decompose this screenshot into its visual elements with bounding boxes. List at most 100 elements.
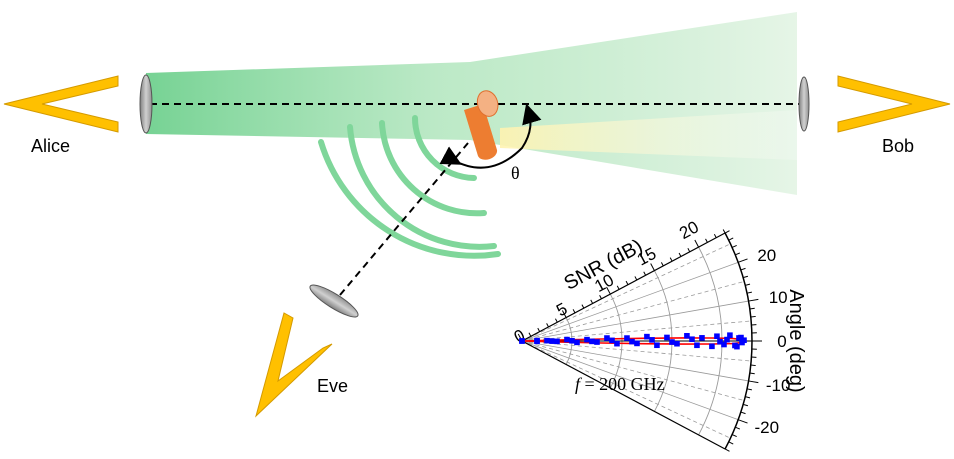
angle-tick-label: 10 (769, 288, 788, 307)
snr-tick-mark (660, 262, 664, 267)
radial-grid-line (521, 340, 745, 401)
angle-tick-label: 0 (777, 332, 786, 351)
measured-point (738, 334, 744, 341)
measured-point (664, 334, 670, 341)
angle-tick-mark (746, 388, 752, 391)
upper-axis-line (521, 232, 726, 342)
snr-tick-mark (625, 280, 629, 285)
snr-tick-mark (599, 294, 602, 299)
measured-point (554, 338, 560, 345)
radial-grid-line (521, 300, 749, 342)
measured-point (574, 339, 580, 346)
frequency-value: = 200 GHz (580, 374, 665, 394)
measured-point (669, 339, 675, 345)
measured-point (734, 343, 740, 350)
angle-tick-label: -20 (755, 418, 780, 437)
snr-tick-mark (590, 299, 594, 304)
measured-point (634, 340, 640, 347)
angle-tick-mark (749, 372, 755, 375)
measured-point (544, 337, 550, 344)
angle-tick-mark (731, 434, 737, 438)
angle-tick-mark (735, 426, 741, 430)
snr-tick-mark (581, 304, 585, 309)
alice-horn-antenna (3, 75, 119, 133)
angle-tick-mark (731, 244, 737, 248)
measured-point (694, 342, 700, 349)
angle-tick-mark (745, 283, 751, 286)
radial-grid-line (521, 340, 731, 439)
angle-tick-mark (748, 298, 759, 302)
alice-label: Alice (31, 136, 70, 156)
radial-grid-line (521, 340, 739, 421)
alice-lens-icon (139, 74, 153, 134)
snr-tick-mark (713, 233, 717, 238)
eve-lens-icon (309, 284, 359, 318)
theta-label: θ (511, 163, 520, 183)
snr-tick-mark (634, 276, 638, 281)
snr-tick-mark (546, 323, 549, 328)
lower-axis-line (521, 340, 726, 450)
measured-point (654, 342, 660, 349)
angle-tick-mark (740, 411, 746, 415)
snr-tick-mark (694, 239, 700, 248)
snr-tick-mark (572, 309, 576, 314)
angle-tick-mark (737, 258, 748, 263)
measured-point (684, 333, 690, 339)
angle-tick-mark (748, 380, 759, 384)
snr-tick-mark (554, 318, 558, 323)
angle-tick-mark (742, 403, 749, 407)
measured-point (594, 339, 600, 345)
snr-tick-mark (643, 271, 647, 276)
angle-tick-mark (746, 291, 752, 294)
snr-tick-mark (669, 257, 673, 262)
measured-point (714, 333, 720, 340)
bob-label: Bob (882, 136, 914, 156)
measured-point (614, 340, 620, 347)
snr-tick-label: 20 (676, 217, 702, 243)
frequency-symbol: f (575, 374, 583, 394)
measured-point (644, 333, 650, 340)
angle-tick-mark (728, 237, 734, 241)
angle-arc (439, 103, 542, 169)
snr-tick-mark (561, 310, 567, 318)
snr-tick-mark (705, 238, 708, 243)
snr-tick-mark (687, 248, 691, 253)
angle-tick-mark (735, 252, 741, 256)
scattered-waves (318, 115, 501, 259)
angle-tick-mark (740, 267, 746, 271)
angle-tick-label: 20 (757, 246, 776, 265)
measured-point (709, 343, 715, 350)
snr-tick-mark (722, 229, 726, 234)
measured-point (569, 337, 575, 344)
eavesdropper-path (339, 142, 469, 296)
measured-point (584, 336, 590, 343)
bob-horn-antenna (837, 75, 951, 133)
measured-points (519, 332, 747, 350)
angle-tick-mark (750, 315, 756, 318)
measured-point (604, 335, 610, 341)
angle-tick-mark (750, 364, 756, 367)
eve-label: Eve (317, 376, 348, 396)
measured-point (741, 337, 747, 344)
snr-tick-mark (606, 286, 611, 295)
measured-point (624, 335, 630, 341)
radial-grid-line (521, 320, 752, 342)
radial-grid-line (521, 340, 752, 362)
angular-axis-title: Angle (deg) (785, 289, 807, 392)
measured-point (609, 337, 615, 344)
measured-point (721, 341, 727, 348)
angle-tick-mark (745, 396, 751, 399)
snr-tick-label: 5 (553, 299, 570, 320)
snr-tick-mark (650, 263, 655, 271)
measured-point (699, 335, 705, 341)
angle-tick-mark (737, 419, 748, 424)
measured-point (727, 332, 733, 338)
reflected-beam (500, 110, 797, 160)
measured-point (717, 338, 723, 345)
angle-tick-mark (724, 448, 730, 452)
angle-tick-label: -10 (766, 376, 791, 395)
snr-tick-mark (678, 252, 682, 257)
snr-tick-mark (528, 332, 532, 337)
